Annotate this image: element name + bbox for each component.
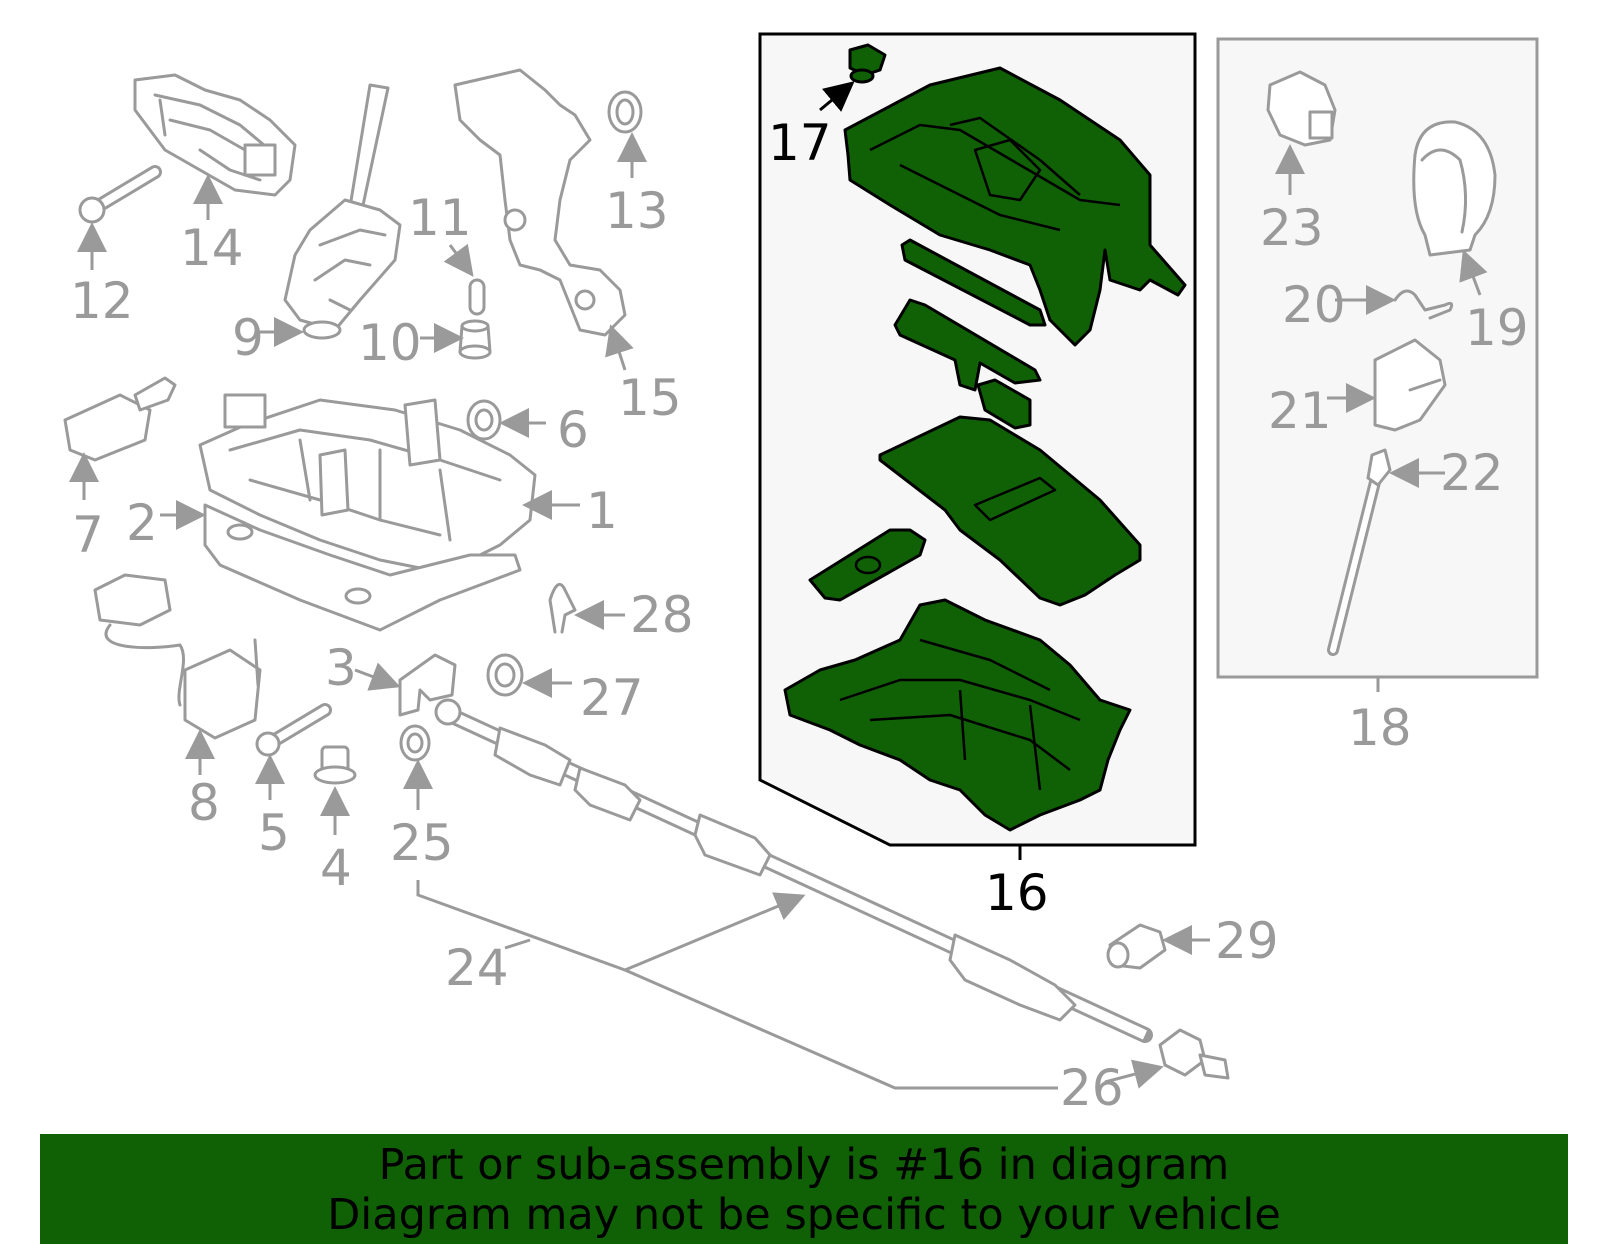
part-21-boot [1373, 338, 1447, 432]
part-2-gasket [203, 503, 522, 632]
callout-11: 11 [408, 189, 472, 247]
callout-3: 3 [325, 639, 357, 697]
part-14-lock-actuator [133, 73, 297, 197]
callout-12: 12 [70, 272, 134, 330]
part-16-cover-plate [878, 415, 1142, 607]
callout-10: 10 [358, 314, 422, 372]
callout-18: 18 [1348, 699, 1412, 757]
callout-15: 15 [618, 369, 682, 427]
part-6-washer [466, 399, 502, 441]
callout-9: 9 [232, 309, 264, 367]
part-7-connector [63, 376, 177, 462]
part-1-shifter-base [198, 393, 537, 572]
part-16-base-tray [783, 598, 1132, 832]
part-28-retaining-clip [548, 582, 577, 634]
part-13-washer [607, 90, 643, 134]
part-23-switch [1266, 70, 1337, 147]
callout-14: 14 [180, 219, 244, 277]
part-8-solenoid [93, 573, 262, 740]
callout-22: 22 [1440, 444, 1504, 502]
part-16-console-bezel [843, 66, 1187, 347]
callout-19: 19 [1465, 299, 1529, 357]
part-17-clip [848, 43, 887, 84]
callout-28: 28 [630, 586, 694, 644]
part-16-trim-strip [900, 238, 1047, 327]
part-25-grommet [399, 724, 431, 762]
part-9-shift-lever [283, 83, 402, 340]
callout-7: 7 [72, 506, 104, 564]
callout-2: 2 [126, 494, 158, 552]
callout-4: 4 [320, 839, 352, 897]
callout-25: 25 [390, 814, 454, 872]
part-19-shift-knob [1412, 120, 1497, 257]
part-10-bushing [458, 319, 492, 360]
callout-26: 26 [1060, 1059, 1124, 1117]
part-27-washer [486, 653, 524, 697]
callout-17: 17 [768, 114, 832, 172]
banner-line-1: Part or sub-assembly is #16 in diagram [378, 1140, 1230, 1190]
part-11-pin [468, 278, 486, 316]
banner-line-2: Diagram may not be specific to your vehi… [327, 1190, 1281, 1240]
callout-23: 23 [1260, 199, 1324, 257]
part-5-pin [255, 703, 332, 757]
callout-27: 27 [580, 669, 644, 727]
part-26-fitting [1158, 1028, 1230, 1080]
callout-1: 1 [586, 482, 618, 540]
callout-13: 13 [605, 182, 669, 240]
info-banner: Part or sub-assembly is #16 in diagram D… [40, 1134, 1568, 1244]
part-15-bracket [453, 68, 627, 337]
part-20-spring-clip [1393, 289, 1454, 320]
part-3-clip [398, 653, 457, 717]
part-29-bolt [1106, 923, 1167, 970]
part-12-pin [78, 165, 162, 224]
part-22-rod [1327, 448, 1392, 656]
callout-29: 29 [1215, 912, 1279, 970]
part-24-shift-cable [434, 698, 1153, 1043]
callout-8: 8 [188, 774, 220, 832]
callout-16: 16 [985, 864, 1049, 922]
callout-6: 6 [557, 401, 589, 459]
callout-20: 20 [1282, 276, 1346, 334]
callout-5: 5 [258, 804, 290, 862]
part-16-indicator-panel [893, 298, 1042, 430]
callout-24: 24 [445, 939, 509, 997]
part-4-nut [313, 745, 357, 785]
part-16-small-plate [808, 528, 927, 602]
callout-21: 21 [1268, 382, 1332, 440]
